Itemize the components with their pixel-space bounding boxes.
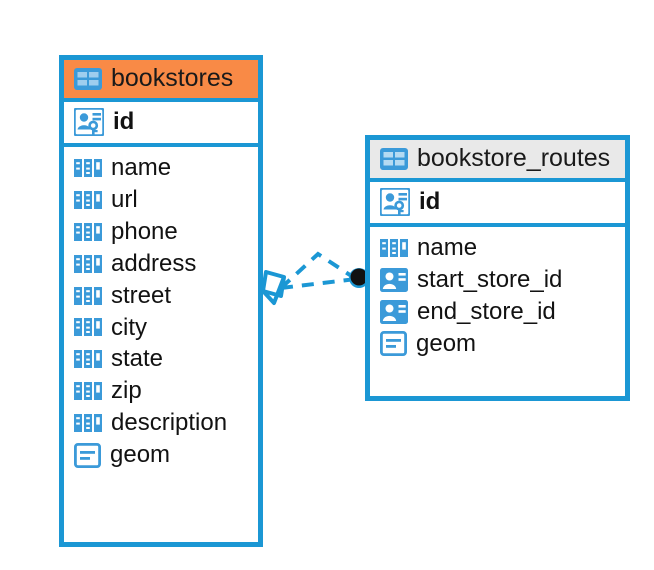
field-label-state: state [111,345,164,373]
field-label-street: street [111,281,172,309]
field-row-primary-key[interactable]: id [64,98,258,147]
foreign-key-icon [380,267,408,292]
entity-header-bookstores[interactable]: bookstores [64,60,258,98]
primary-key-icon [379,187,411,217]
field-label-name: name [417,234,478,261]
relationship-line-upper [279,251,358,290]
field-row-name[interactable]: name [64,152,258,184]
field-label-url: url [111,185,138,213]
field-row-description[interactable]: description [64,407,258,439]
field-label-zip: zip [111,377,142,405]
table-icon [380,147,408,170]
field-label-geom: geom [110,441,171,469]
text-abc-icon [74,350,102,369]
entity-title-bookstores: bookstores [111,64,234,92]
text-abc-icon [74,158,102,177]
field-row-start-store-id[interactable]: start_store_id [370,264,625,296]
field-row-geom[interactable]: geom [370,328,625,360]
field-row-primary-key[interactable]: id [370,178,625,227]
text-abc-icon [74,222,102,241]
relationship-source-marker [261,270,286,305]
field-label-end-store-id: end_store_id [417,297,556,325]
field-row-geom[interactable]: geom [64,439,258,471]
field-row-end-store-id[interactable]: end_store_id [370,296,625,328]
text-abc-icon [74,190,102,209]
field-label-description: description [111,409,228,437]
geometry-icon [379,331,408,357]
field-row-state[interactable]: state [64,343,258,375]
field-row-url[interactable]: url [64,184,258,216]
field-row-phone[interactable]: phone [64,216,258,248]
field-label-city: city [111,313,147,341]
entity-table-bookstores[interactable]: bookstores id [59,55,263,547]
field-list-bookstore-routes: name start_store_id [370,227,625,366]
text-abc-icon [74,318,102,337]
field-row-address[interactable]: address [64,248,258,280]
field-list-bookstores: name url phone [64,147,258,477]
field-label-address: address [111,249,197,277]
text-abc-icon [74,414,102,433]
field-row-street[interactable]: street [64,280,258,312]
entity-header-bookstore-routes[interactable]: bookstore_routes [370,140,625,178]
text-abc-icon [380,238,408,257]
relationship-line-lower [280,277,357,290]
text-abc-icon [74,254,102,273]
field-label-id: id [419,188,441,216]
primary-key-icon [73,107,105,137]
field-row-zip[interactable]: zip [64,375,258,407]
text-abc-icon [74,382,102,401]
foreign-key-icon [380,299,408,324]
field-label-geom: geom [416,329,477,357]
entity-title-bookstore-routes: bookstore_routes [417,144,611,172]
field-label-name: name [111,154,172,181]
field-label-phone: phone [111,217,178,245]
table-icon [74,67,102,90]
text-abc-icon [74,286,102,305]
field-row-city[interactable]: city [64,312,258,344]
geometry-icon [73,442,102,468]
field-row-name[interactable]: name [370,232,625,264]
field-label-id: id [113,108,135,136]
entity-table-bookstore-routes[interactable]: bookstore_routes id [365,135,630,401]
field-label-start-store-id: start_store_id [417,265,563,293]
